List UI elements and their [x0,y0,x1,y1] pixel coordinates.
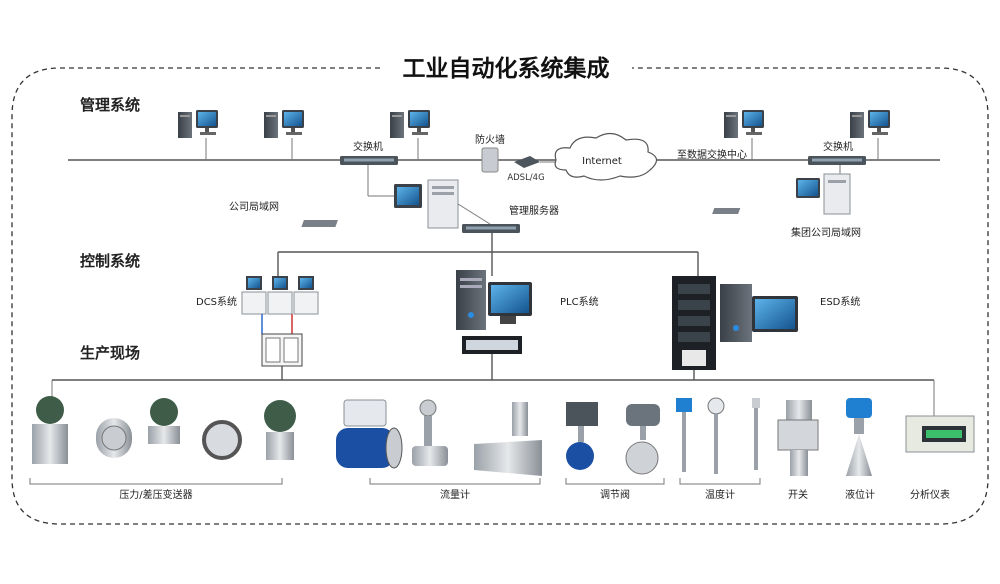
pc-icon [264,110,304,138]
switch-icon [808,156,866,165]
pressure-bracket [29,478,283,485]
valve-bracket [565,478,665,485]
thermometer-icon [676,397,760,474]
mgmt-server-label: 管理服务器 [509,204,559,217]
flow-meter-icon [336,399,542,476]
switch-icon [340,156,398,165]
radar-level-icon [846,398,872,476]
firewall-icon [481,147,499,173]
switch-left-label: 交换机 [353,140,383,153]
adsl-label: ADSL/4G [507,173,544,183]
outer-border [11,67,989,525]
dcs-label: DCS系统 [196,295,237,308]
internet-label: Internet [582,156,622,167]
switch-right-label: 交换机 [823,140,853,153]
diagram-title: 工业自动化系统集成 [403,55,610,82]
flow-group-label: 流量计 [440,488,470,501]
section-management: 管理系统 [80,96,140,114]
analyzer-icon [905,415,975,453]
esd-label: ESD系统 [820,295,860,308]
switch-group-label: 开关 [788,488,808,501]
valve-group-label: 调节阀 [600,488,630,501]
plc-label: PLC系统 [560,295,599,308]
control-valve-icon [566,402,660,475]
temperature-bracket [679,478,761,485]
modem-icon [514,156,540,168]
temperature-group-label: 温度计 [705,488,735,501]
esd-cabinet-icon [672,276,798,370]
data-center-label: 至数据交换中心 [677,148,747,161]
pressure-switch-icon [777,400,819,476]
pressure-group-label: 压力/差压变送器 [119,488,192,501]
dcs-modules-icon [241,276,319,367]
switch-icon [462,224,520,233]
firewall-label: 防火墙 [475,133,505,146]
cloud-icon [554,132,658,181]
plc-workstation-icon [456,270,532,354]
section-field: 生产现场 [80,344,140,362]
pc-icon [390,110,430,138]
pressure-transmitter-icon [32,396,296,464]
analyzer-group-label: 分析仪表 [910,488,950,501]
pc-icon [724,110,764,138]
company-lan-label: 公司局域网 [229,200,279,213]
flow-bracket [369,478,541,485]
level-group-label: 液位计 [845,488,875,501]
pc-icon [850,110,890,138]
section-control: 控制系统 [80,252,140,270]
pc-icon [178,110,218,138]
group-lan-label: 集团公司局域网 [791,226,861,239]
